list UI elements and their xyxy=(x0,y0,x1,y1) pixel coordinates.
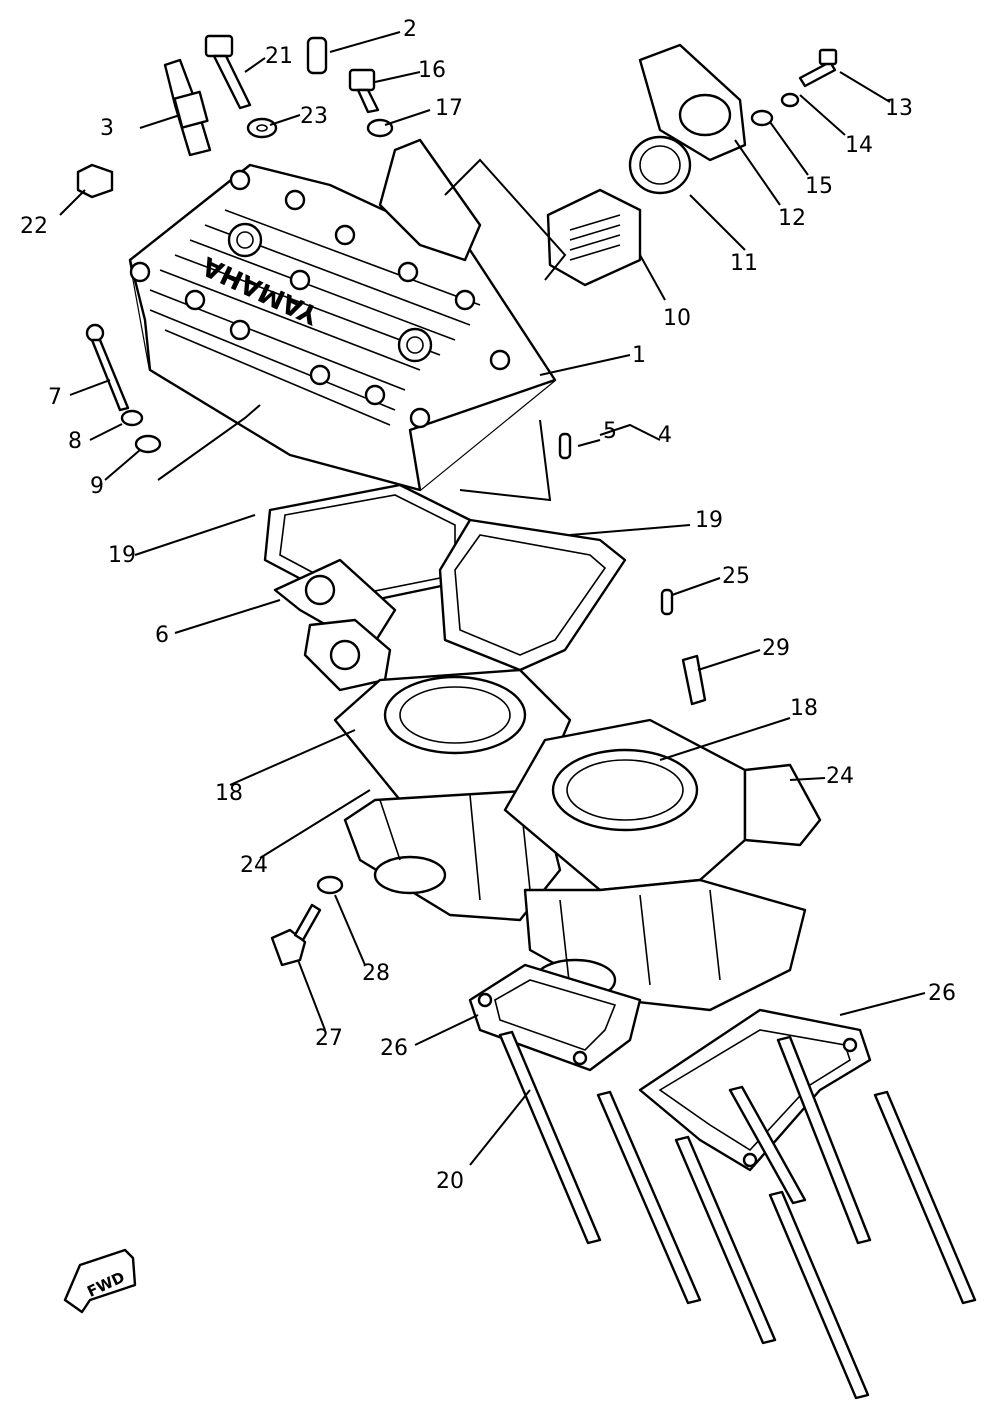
bolt-16 xyxy=(348,68,380,114)
callout-26a: 26 xyxy=(380,1036,408,1061)
washer-14 xyxy=(780,92,800,108)
callout-5: 5 xyxy=(603,419,617,444)
callout-21: 21 xyxy=(265,44,293,69)
washer-17 xyxy=(366,118,394,138)
callout-19a: 19 xyxy=(108,543,136,568)
callout-10: 10 xyxy=(663,306,691,331)
bolt-27 xyxy=(270,903,322,967)
dowel-pin-2 xyxy=(306,36,328,75)
callout-20: 20 xyxy=(436,1169,464,1194)
callout-6: 6 xyxy=(155,623,169,648)
callout-25: 25 xyxy=(722,564,750,589)
head-bolt-21 xyxy=(204,34,252,110)
callout-14: 14 xyxy=(845,133,873,158)
callout-2: 2 xyxy=(403,17,417,42)
callout-7: 7 xyxy=(48,385,62,410)
callout-24a: 24 xyxy=(240,853,268,878)
callout-22: 22 xyxy=(20,214,48,239)
callout-9: 9 xyxy=(90,474,104,499)
callout-23: 23 xyxy=(300,104,328,129)
callout-15: 15 xyxy=(805,174,833,199)
callout-17: 17 xyxy=(435,96,463,121)
nut-9 xyxy=(134,434,162,454)
cylinder-head: YAMAHA xyxy=(128,138,557,492)
callout-18b: 18 xyxy=(790,696,818,721)
dowel-25 xyxy=(660,588,674,616)
washer-28 xyxy=(316,875,344,895)
spark-plug xyxy=(163,58,212,157)
washer-15 xyxy=(750,109,774,127)
fitting-29 xyxy=(681,654,707,706)
bolt-7 xyxy=(85,323,130,412)
base-gasket-right xyxy=(638,1008,872,1172)
callout-4: 4 xyxy=(658,423,672,448)
stud-bolts xyxy=(498,1030,977,1400)
callout-29: 29 xyxy=(762,636,790,661)
gasket-11 xyxy=(628,135,692,195)
bolt-13 xyxy=(798,48,838,88)
callout-19b: 19 xyxy=(695,508,723,533)
callout-26b: 26 xyxy=(928,981,956,1006)
washer-8 xyxy=(120,409,144,427)
callout-1: 1 xyxy=(632,343,646,368)
dowel-5 xyxy=(558,432,572,460)
callout-12: 12 xyxy=(778,206,806,231)
callout-labels: 1 2 3 4 5 6 7 8 9 10 11 12 13 14 15 16 1… xyxy=(20,17,956,1194)
callout-8: 8 xyxy=(68,429,82,454)
callout-28: 28 xyxy=(362,961,390,986)
head-gasket-right xyxy=(438,518,627,672)
callout-11: 11 xyxy=(730,251,758,276)
thermostat-cover-12 xyxy=(638,43,747,162)
cylinder-left xyxy=(333,668,572,922)
washer-23 xyxy=(246,117,278,139)
exhaust-plate xyxy=(273,558,397,692)
callout-27: 27 xyxy=(315,1026,343,1051)
nut-22 xyxy=(76,163,114,199)
callout-13: 13 xyxy=(885,96,913,121)
cylinder-right xyxy=(503,718,822,1012)
callout-16: 16 xyxy=(418,58,446,83)
thermostat-10 xyxy=(546,188,642,287)
callout-24b: 24 xyxy=(826,764,854,789)
callout-3: 3 xyxy=(100,116,114,141)
callout-18a: 18 xyxy=(215,781,243,806)
leader-lines xyxy=(59,31,926,1166)
base-gasket-left xyxy=(468,963,642,1072)
forward-arrow-icon: FWD xyxy=(63,1248,137,1314)
